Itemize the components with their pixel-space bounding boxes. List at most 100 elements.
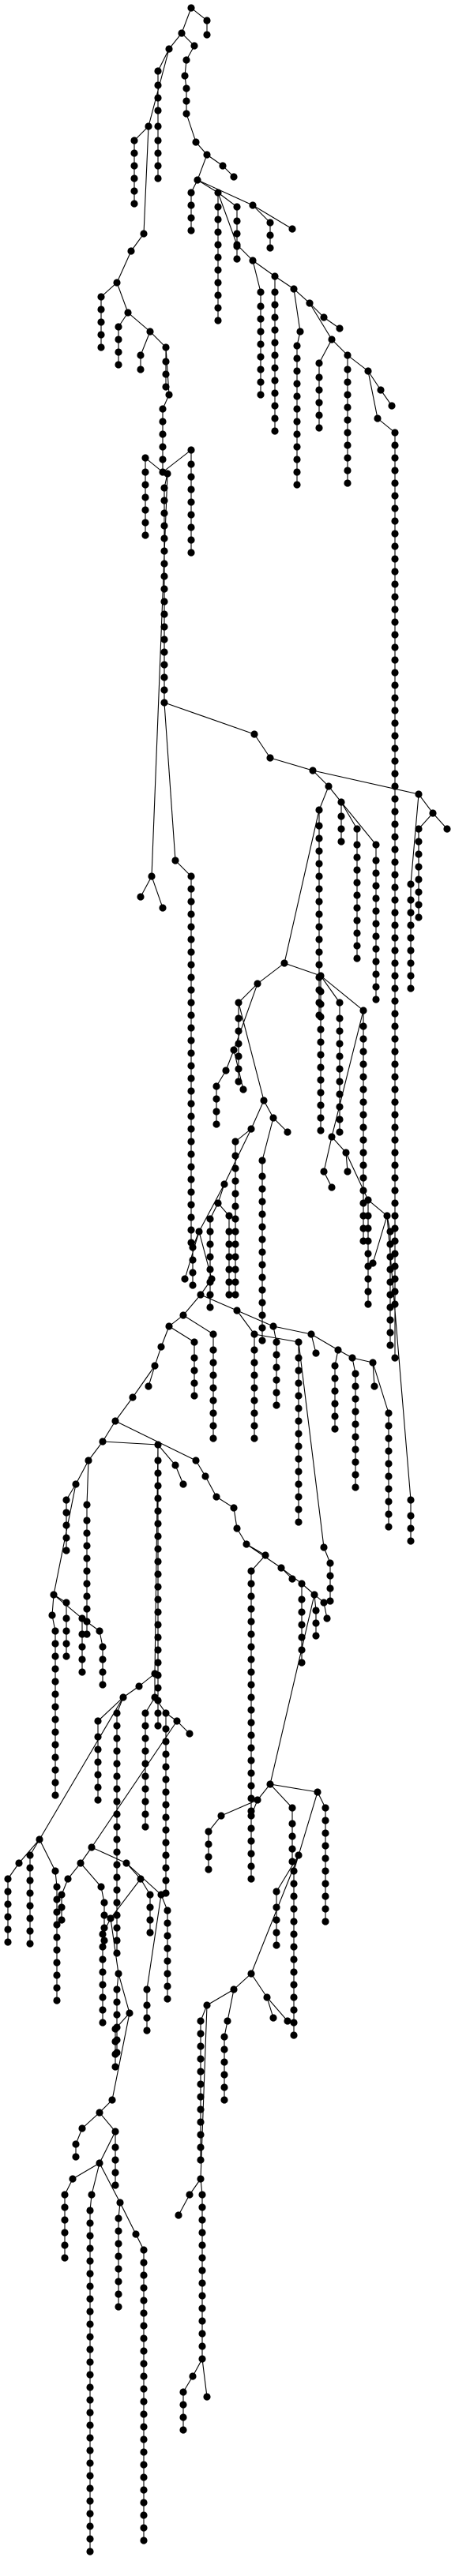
tree-node [344,479,352,487]
tree-node [78,1614,86,1622]
tree-node [391,517,399,525]
tree-node [135,1682,143,1690]
tree-node [247,1567,255,1575]
tree-edge [252,260,261,293]
tree-node [336,1090,344,1098]
tree-node [359,1022,367,1030]
tree-node [113,1949,121,1957]
tree-edge [236,1310,255,1335]
tree-node [374,414,382,422]
tree-node [159,418,167,426]
tree-node [113,1785,121,1793]
tree-node [51,1627,59,1635]
tree-node [187,549,195,557]
tree-node [337,825,345,833]
tree-node [197,2093,205,2101]
tree-node [391,1022,399,1030]
tree-node [154,162,162,170]
tree-node [187,1024,195,1032]
tree-node [130,187,138,195]
tree-node [288,1575,296,1583]
tree-edge [86,1460,89,1505]
tree-node [258,1286,266,1294]
tree-node [83,1542,91,1550]
tree-node [364,1250,372,1258]
tree-node [164,1970,171,1978]
tree-node [359,1098,367,1106]
tree-node [198,2279,206,2287]
tree-node [247,1850,255,1858]
tree-node [353,929,361,937]
tree-node [385,1485,393,1493]
tree-node [140,230,148,238]
tree-node [4,1900,12,1908]
tree-node [320,1543,328,1551]
tree-node [187,1049,195,1057]
tree-node [197,2118,205,2126]
tree-node [312,1607,320,1614]
tree-node [115,361,122,369]
tree-node [99,1438,107,1445]
tree-node [359,1123,367,1131]
tree-node [83,1554,91,1562]
tree-node [111,2025,119,2033]
tree-edge [273,1325,312,1335]
tree-node [385,1510,393,1518]
tree-node [407,880,415,888]
tree-node [391,669,399,677]
tree-node [407,984,415,992]
tree-node [94,1745,102,1753]
tree-node [187,511,195,519]
tree-node [344,366,352,373]
tree-node [198,2267,206,2274]
tree-edge [254,733,271,759]
tree-node [113,279,121,287]
tree-edge [99,2162,121,2203]
tree-node [391,694,399,702]
tree-node [197,1291,205,1299]
tree-node [214,189,222,197]
tree-node [209,1330,217,1338]
tree-node [198,2355,206,2363]
tree-node [386,1303,394,1311]
tree-edge [250,1100,265,1130]
tree-node [250,1371,258,1379]
tree-edge [261,1117,274,1161]
tree-node [231,1253,239,1261]
tree-node [315,923,323,931]
tree-node [298,1621,306,1629]
tree-node [239,1086,247,1093]
tree-node [407,947,415,954]
tree-node [295,1851,303,1859]
tree-node [62,1614,70,1622]
tree-node [83,1517,91,1524]
tree-node [187,898,195,906]
tree-node [141,1734,149,1742]
tree-node [391,479,399,487]
tree-node [391,441,399,449]
tree-node [86,2522,94,2530]
tree-node [86,2472,94,2480]
tree-node [206,1291,214,1299]
tree-node [190,1379,198,1387]
tree-node [386,1341,394,1349]
tree-node [214,266,222,274]
tree-node [203,2393,211,2401]
tree-edge [75,1460,89,1485]
tree-node [407,909,415,917]
tree-node [100,1911,108,1919]
tree-edge [217,192,238,246]
tree-node [113,1985,121,1993]
tree-node [273,1903,280,1911]
tree-node [198,2229,206,2237]
tree-node [309,767,317,774]
tree-node [235,1040,243,1048]
tree-node [212,1082,220,1090]
tree-node [140,2473,148,2481]
tree-node [273,1941,280,1949]
tree-node [271,288,279,296]
tree-node [187,999,195,1007]
tree-node [295,1404,303,1412]
tree-node [182,110,190,118]
tree-node [187,1112,195,1120]
